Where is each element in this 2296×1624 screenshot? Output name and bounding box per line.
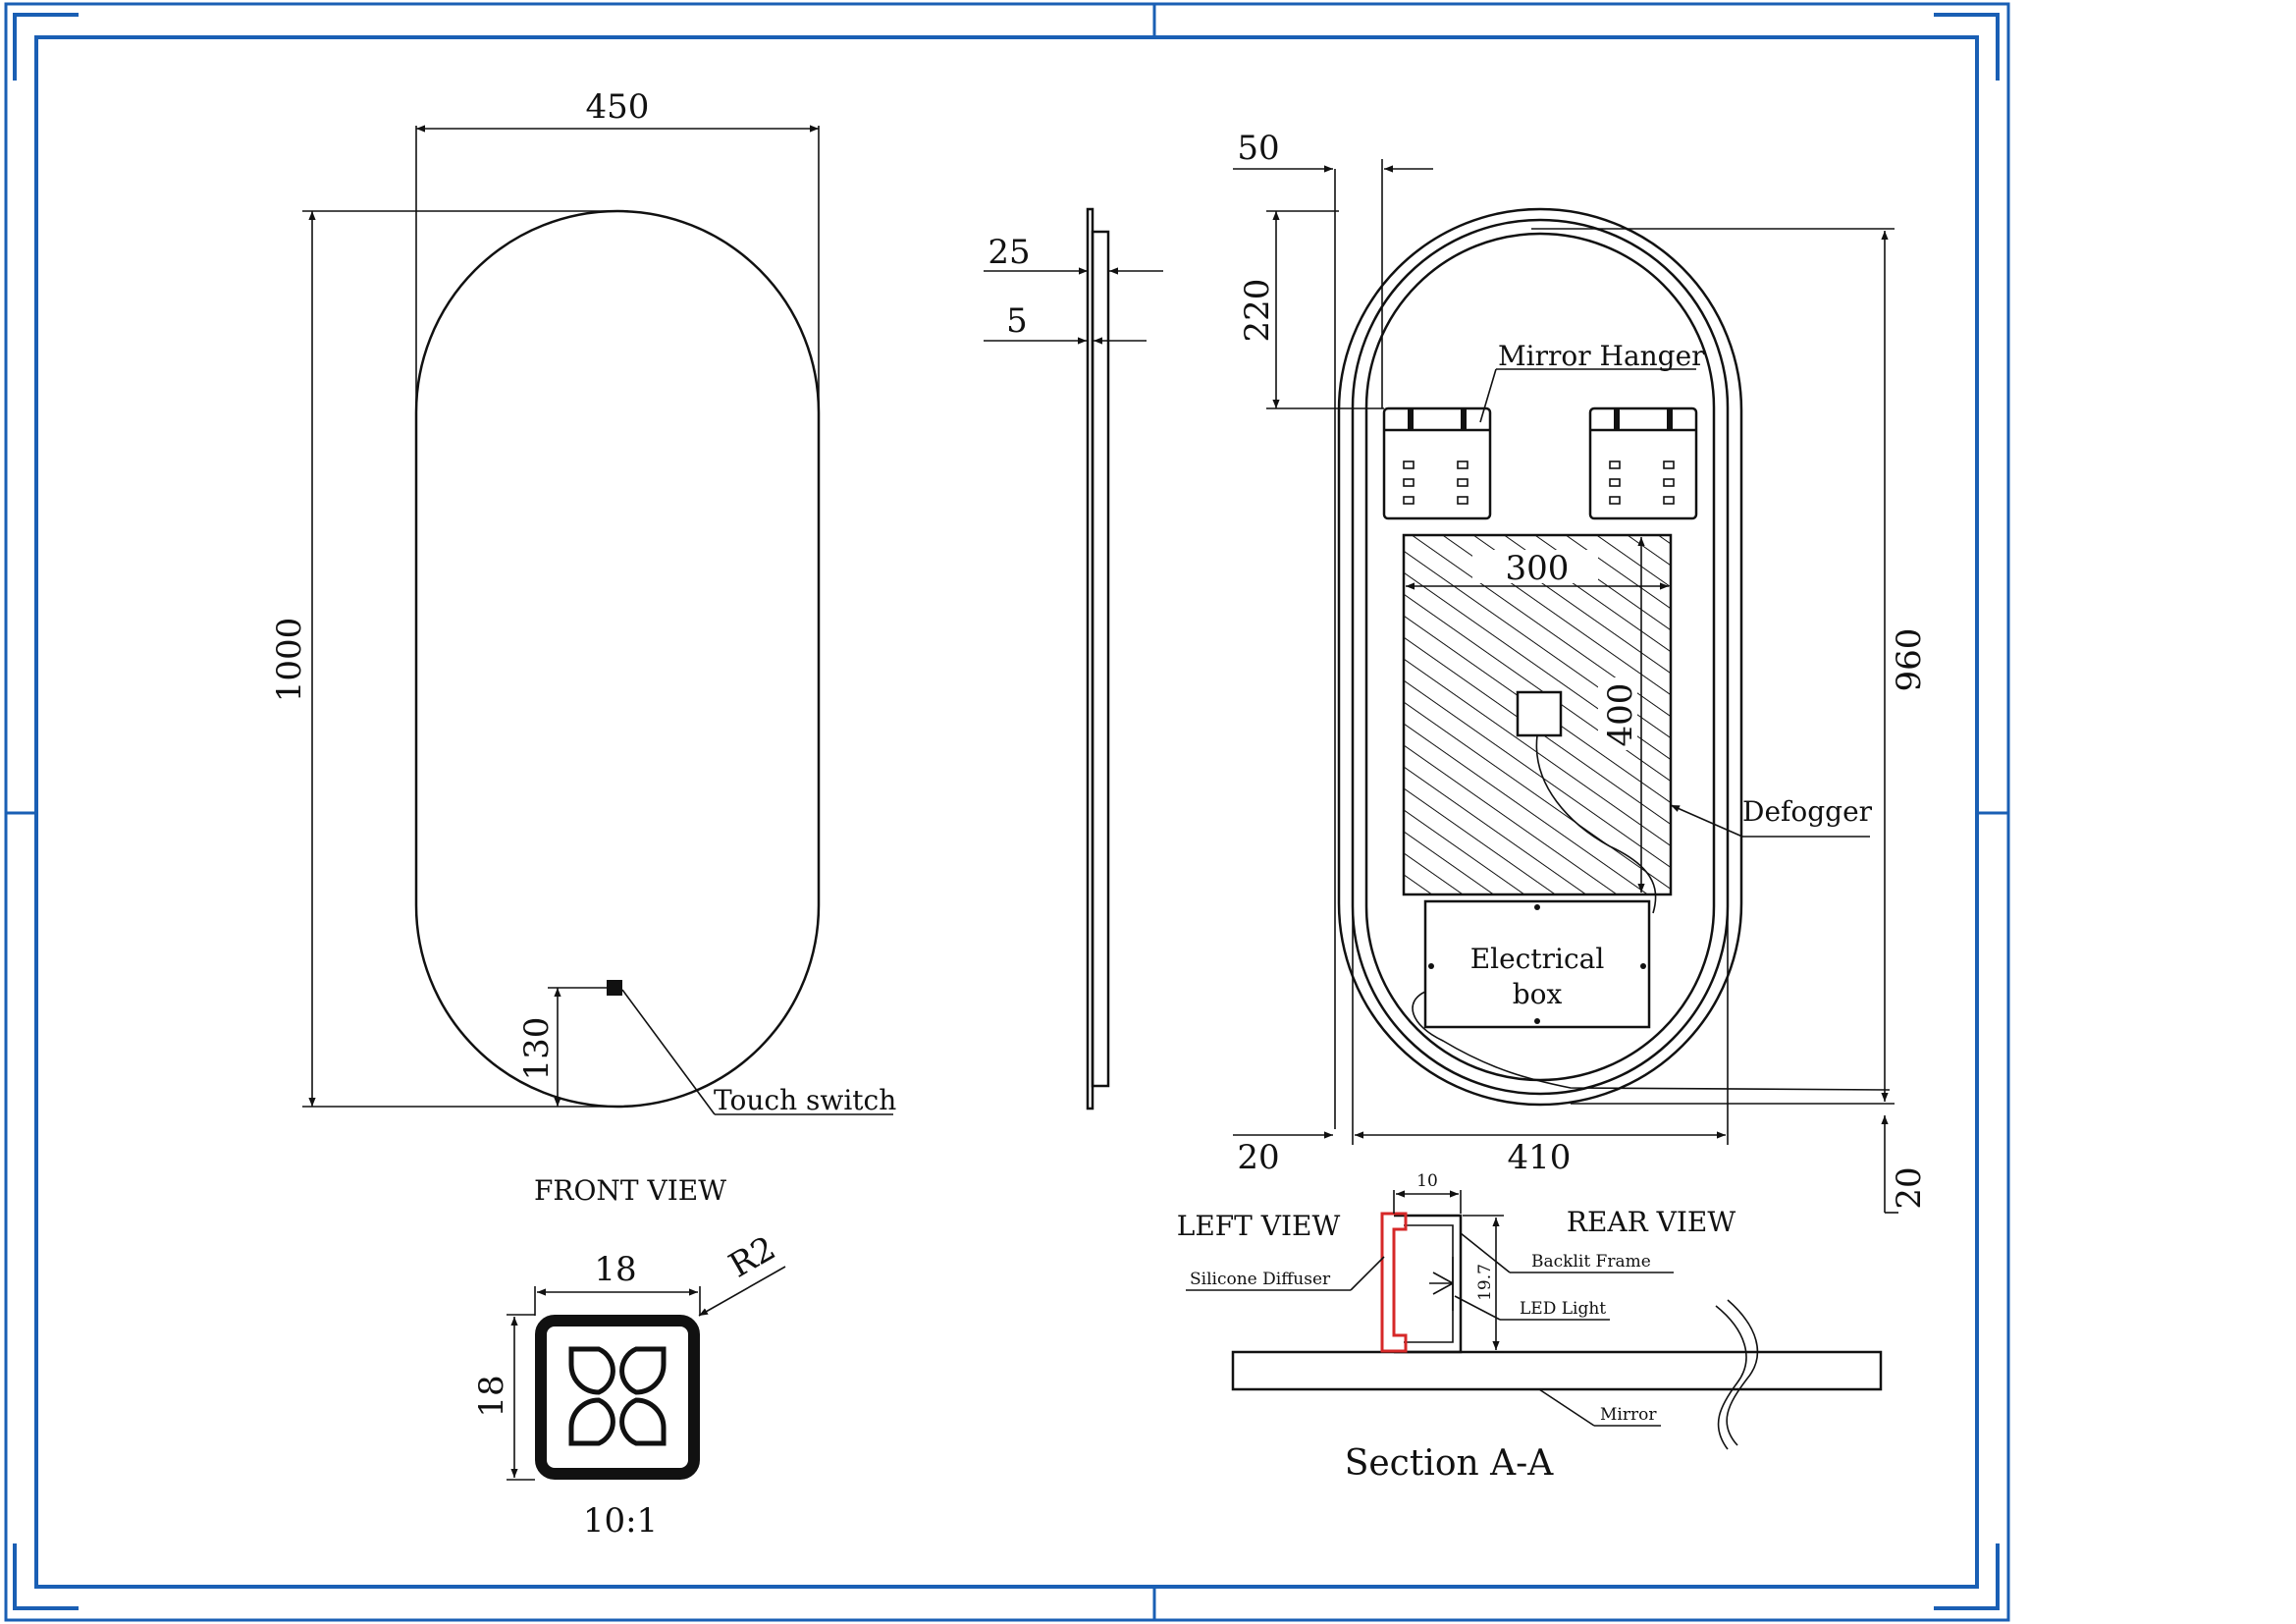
defogger-connector	[1516, 690, 1563, 737]
defogger-width-dim: 300	[1506, 549, 1570, 588]
section-height-dim: 19.7	[1475, 1264, 1495, 1301]
switch-offset-dim: 130	[517, 1017, 557, 1081]
electrical-box	[1423, 899, 1651, 1029]
rear-frame-inner	[1364, 232, 1716, 1082]
hanger-offset-dim: 50	[1237, 129, 1279, 168]
section-backlit-frame	[1394, 1214, 1463, 1354]
rear-view: Mirror Hanger 50 220 300 400 Defogger El…	[1233, 129, 1929, 1238]
backlit-frame-label: Backlit Frame	[1531, 1252, 1651, 1272]
front-mirror-outline	[414, 209, 821, 1109]
mirror-hanger-right	[1588, 406, 1698, 520]
break-line	[1726, 1299, 1759, 1446]
switch-radius-dim: R2	[722, 1228, 782, 1285]
side-frame	[1091, 230, 1110, 1088]
section-a-a: 10 19.7 Silicone Diffuser Backlit Frame …	[1186, 1171, 1883, 1484]
switch-scale: 10:1	[583, 1501, 658, 1541]
defogger-wire	[1535, 734, 1657, 914]
frame-wire	[1412, 991, 1891, 1091]
frame-height-dim: 960	[1890, 628, 1929, 692]
mirror-label: Mirror	[1600, 1405, 1657, 1425]
switch-width-dim: 18	[594, 1250, 636, 1289]
touch-switch-icon	[607, 980, 622, 996]
side-view: 25 5 LEFT VIEW	[984, 207, 1341, 1242]
rear-frame-outer	[1351, 218, 1730, 1096]
defogger-height-dim: 400	[1601, 683, 1640, 747]
led-light-icon	[1429, 1257, 1454, 1311]
hanger-height-dim: 220	[1238, 279, 1277, 343]
rear-view-title: REAR VIEW	[1567, 1206, 1735, 1238]
electrical-box-line1: Electrical	[1470, 943, 1605, 975]
frame-width-dim: 410	[1508, 1138, 1572, 1177]
electrical-box-line2: box	[1513, 978, 1563, 1010]
front-view-title: FRONT VIEW	[534, 1174, 726, 1207]
defogger-label: Defogger	[1742, 795, 1873, 828]
mirror-hanger-left	[1382, 406, 1492, 520]
side-glass-dim: 5	[1006, 301, 1028, 341]
switch-body	[535, 1315, 700, 1480]
left-gap-dim: 20	[1237, 1138, 1279, 1177]
switch-leaf-icon	[568, 1346, 667, 1446]
section-width-dim: 10	[1416, 1171, 1438, 1191]
silicone-diffuser-label: Silicone Diffuser	[1190, 1270, 1331, 1289]
side-depth-dim: 25	[988, 233, 1030, 272]
front-height-dim: 1000	[270, 618, 309, 703]
mirror-hanger-label: Mirror Hanger	[1498, 340, 1705, 372]
front-view: 450 1000 Touch switch 130 FRONT VIEW	[270, 87, 896, 1207]
switch-height-dim: 18	[472, 1375, 511, 1417]
led-light-label: LED Light	[1520, 1299, 1606, 1319]
bottom-gap-dim: 20	[1890, 1166, 1929, 1209]
front-width-dim: 450	[586, 87, 650, 127]
section-silicone-diffuser	[1380, 1212, 1408, 1353]
left-view-title: LEFT VIEW	[1177, 1210, 1341, 1242]
section-mirror	[1231, 1350, 1883, 1391]
section-title: Section A-A	[1345, 1443, 1555, 1484]
rear-mirror-outline	[1337, 207, 1743, 1107]
switch-detail: 18 18 R2 10:1	[472, 1228, 786, 1541]
drawing-frame	[4, 2, 2010, 1622]
touch-switch-label: Touch switch	[714, 1084, 896, 1116]
